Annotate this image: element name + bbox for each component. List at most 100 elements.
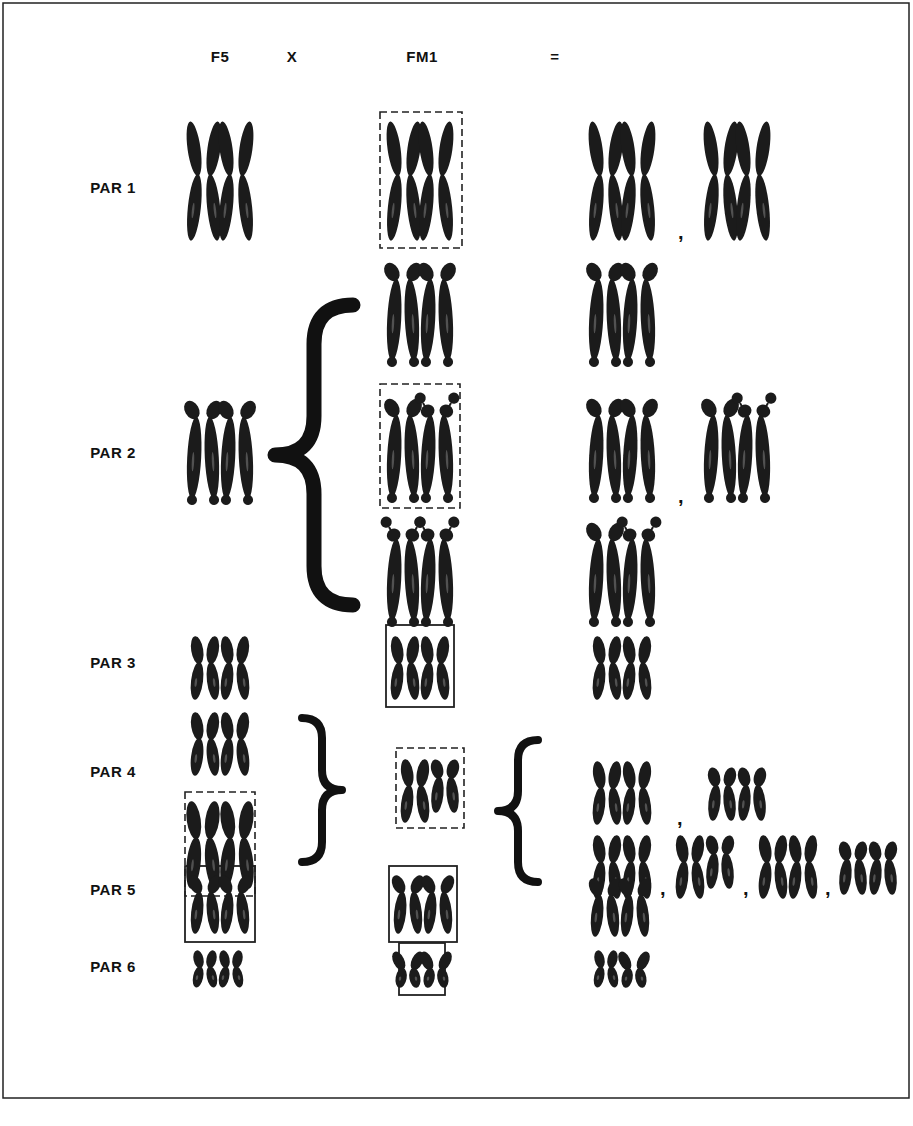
chromatid-arm: [607, 834, 623, 864]
terminal-dot: [209, 495, 220, 506]
chromosome: [733, 121, 773, 242]
chromatid-arm: [394, 967, 408, 989]
chromatid-arm: [415, 260, 437, 284]
terminal-dot: [760, 493, 771, 504]
chromatid-arm: [838, 858, 854, 895]
row-label: PAR 5: [90, 881, 136, 898]
terminal-dot: [623, 493, 634, 504]
chromosome: [419, 873, 457, 934]
chromatid-arm: [205, 737, 222, 776]
band-texture: [212, 859, 216, 871]
chromosome: [586, 121, 626, 242]
chromatid-arm: [733, 121, 754, 177]
chromatid-arm: [215, 398, 237, 422]
band-texture: [452, 792, 455, 800]
satellite-knob: [413, 391, 428, 406]
chromatid-arm: [621, 635, 637, 665]
band-texture: [415, 910, 418, 920]
chromatid-arm: [403, 414, 421, 497]
chromatid-arm: [384, 526, 402, 544]
chromatid-arm: [438, 873, 457, 896]
chromatid-arm: [587, 414, 605, 497]
satellite-knob: [763, 391, 778, 406]
terminal-dot: [726, 493, 737, 504]
band-texture: [644, 803, 647, 812]
terminal-dot: [421, 617, 432, 628]
chromatid-arm: [205, 891, 221, 935]
terminal-dot: [409, 357, 420, 368]
chromatid-arm: [735, 402, 753, 420]
separator-comma-holder: ,: [660, 877, 666, 900]
band-texture: [614, 678, 617, 687]
chromatid-arm: [217, 965, 231, 988]
chromatid-arm: [235, 873, 254, 896]
terminal-dot: [421, 493, 432, 504]
chromatid-arm: [436, 173, 456, 241]
band-texture: [626, 803, 629, 812]
chromosome-pair: [389, 635, 451, 700]
chromatid-arm: [586, 876, 605, 899]
band-texture: [191, 859, 195, 871]
chromosome: [186, 873, 224, 934]
band-texture: [727, 868, 730, 876]
solid-box: [185, 866, 255, 942]
band-texture: [708, 203, 712, 219]
band-texture: [191, 452, 194, 471]
satellite-stalk: [423, 527, 425, 530]
chromosome-pair: [698, 390, 780, 503]
band-texture: [224, 910, 227, 920]
terminal-dot: [589, 617, 600, 628]
chromatid-arm: [704, 834, 720, 856]
chromosome-pair: [583, 514, 665, 627]
chromatid-arm: [619, 894, 635, 938]
chromatid-arm: [235, 635, 251, 665]
chromatid-arm: [621, 786, 638, 825]
chromatid-arm: [837, 840, 853, 862]
satellite-stalk: [389, 527, 391, 530]
chromatid-arm: [618, 121, 639, 177]
chromosome: [621, 635, 653, 700]
chromatid-arm: [236, 121, 257, 177]
chromatid-arm: [591, 635, 607, 665]
chromosome: [219, 711, 251, 776]
chromosome: [381, 260, 425, 367]
solid-box: [386, 625, 454, 707]
chromatid-arm: [385, 414, 403, 497]
chromosome-pair: [706, 766, 768, 821]
band-texture: [213, 203, 217, 219]
chromosome: [616, 876, 654, 937]
chromosome-pair: [191, 949, 245, 988]
band-texture: [614, 803, 617, 812]
chromosome: [615, 950, 652, 989]
satellite-knob: [412, 515, 427, 530]
band-texture: [223, 203, 227, 219]
chromosome: [704, 834, 736, 889]
chromosome: [219, 635, 251, 700]
chromatid-arm: [883, 858, 899, 895]
chromatid-arm: [417, 950, 436, 973]
chromatid-arm: [637, 834, 653, 864]
row-label-holder: PAR 6: [90, 958, 136, 976]
chromatid-arm: [605, 414, 623, 497]
chromosome-pair: [384, 121, 456, 242]
satellite-stalk: [423, 403, 425, 406]
chromosome: [189, 711, 221, 776]
band-texture: [697, 877, 700, 886]
curly-brace: [498, 740, 538, 882]
band-texture: [445, 450, 448, 469]
band-texture: [762, 450, 765, 469]
satellite-knob: [648, 515, 663, 530]
band-texture: [191, 203, 195, 219]
chromatid-arm: [706, 766, 722, 788]
band-texture: [593, 314, 596, 333]
band-texture: [780, 877, 783, 886]
chromosome: [384, 121, 424, 242]
chromatid-arm: [430, 776, 446, 813]
chromosome: [618, 121, 658, 242]
band-texture: [242, 754, 245, 763]
band-texture: [211, 452, 214, 471]
chromosome: [591, 760, 623, 825]
chromatid-arm: [606, 949, 620, 969]
chromatid-arm: [607, 635, 623, 665]
